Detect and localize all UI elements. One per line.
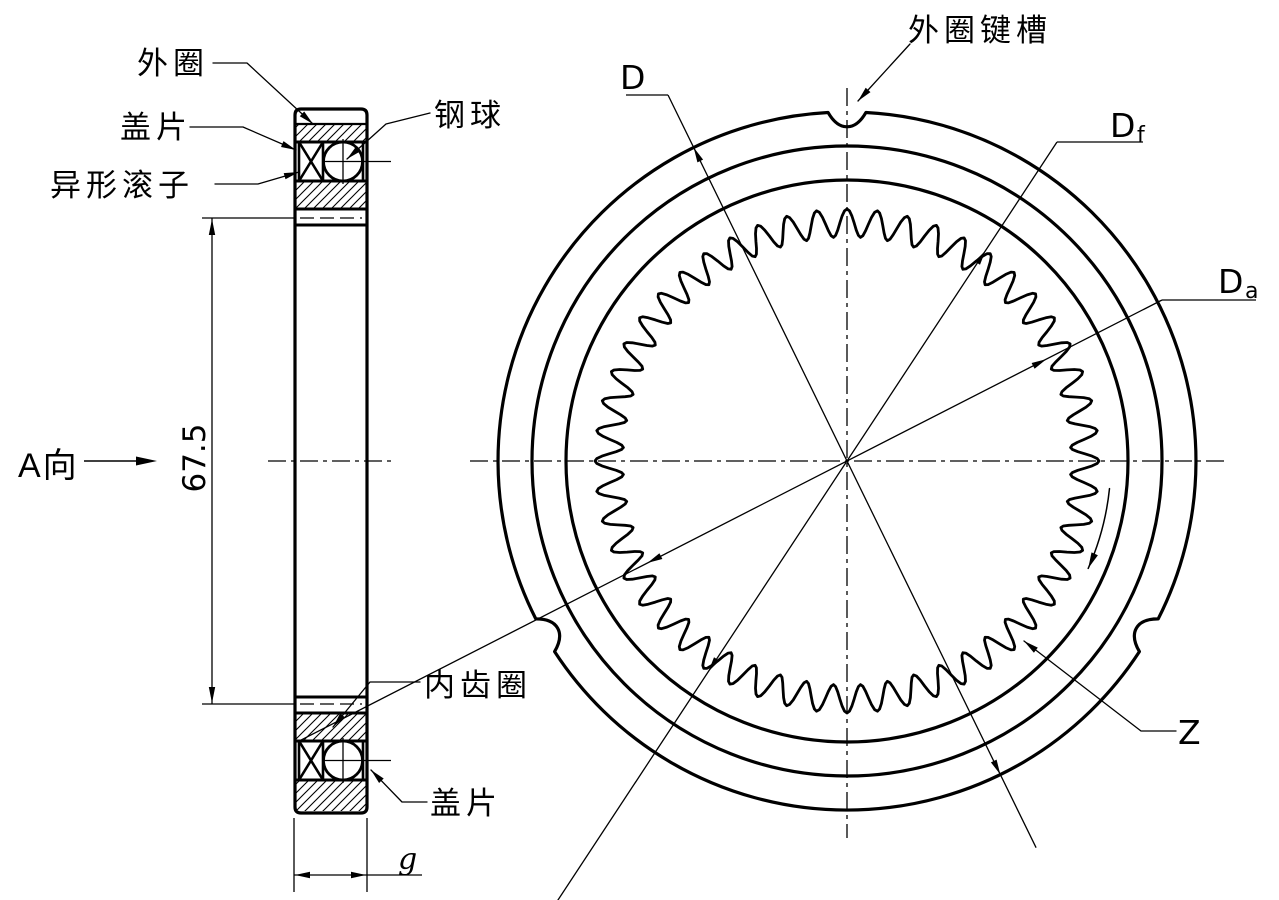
hatch-outer-ring-bottom	[296, 781, 366, 811]
labels-layer: 外圈 盖片 异形滚子 钢球 内齿圈 盖片 A向 67.5 g 外圈键槽 D D …	[18, 13, 1258, 877]
roller-x-diagonal	[297, 740, 325, 781]
label-diameter-df-main: D	[1110, 106, 1135, 145]
leader-outer-ring-keyway-arrowhead	[858, 87, 871, 101]
side-view-outline	[293, 107, 369, 815]
hatch-inner-gear-top	[296, 182, 366, 208]
label-diameter-da-sub: a	[1245, 279, 1258, 304]
leader-steel-ball	[346, 112, 431, 160]
leader-outer-ring	[212, 62, 314, 125]
dim-text-67-5: 67.5	[177, 423, 213, 492]
leader-cover-plate-top-arrowhead	[281, 141, 296, 150]
leader-cover-plate-top	[189, 126, 297, 151]
dim-d-arrow-1	[693, 147, 704, 163]
leader-inner-gear-ring	[332, 681, 421, 728]
dim-da-arrow-1	[1031, 359, 1047, 369]
dim-d-arrow-2	[990, 759, 1001, 775]
label-outer-ring: 外圈	[137, 46, 209, 81]
dim-67-5-arrow-up	[208, 219, 216, 235]
label-profiled-roller: 异形滚子	[50, 168, 194, 203]
label-cover-plate-bottom: 盖片	[430, 786, 502, 821]
label-tooth-count-z: Z	[1178, 713, 1201, 752]
dim-da-arrow-2	[647, 553, 663, 563]
geometry-layer	[84, 43, 1256, 900]
leader-cover-plate-bottom	[370, 769, 428, 803]
rotation-direction-arrowhead	[1088, 552, 1098, 569]
leader-tooth-count-z-arrowhead	[1024, 641, 1038, 653]
dim-da-line	[300, 299, 1163, 741]
label-steel-ball: 钢球	[434, 98, 506, 133]
label-cover-plate-top: 盖片	[120, 110, 192, 145]
leader-outer-ring-arrowhead	[299, 111, 313, 124]
dim-g-arrow-left	[295, 871, 310, 879]
leader-steel-ball-arrowhead	[347, 146, 361, 159]
dim-df-line	[557, 141, 1058, 900]
hatch-inner-gear-bottom	[296, 714, 366, 740]
view-a-arrowhead	[136, 456, 157, 466]
internal-gear-teeth	[593, 207, 1101, 715]
roller-x-diagonal	[297, 141, 325, 182]
label-diameter-d: D	[620, 58, 645, 97]
dim-d-line	[667, 94, 1037, 848]
leader-profiled-roller-arrowhead	[283, 172, 299, 180]
label-diameter-da-main: D	[1218, 262, 1243, 301]
dim-67-5-arrow-down	[208, 687, 216, 703]
leader-cover-plate-bottom-arrowhead	[371, 770, 384, 783]
label-inner-gear-ring: 内齿圈	[424, 668, 532, 703]
dim-g-arrow-right	[351, 871, 366, 879]
hatch-outer-ring-top	[296, 125, 366, 141]
dim-df-arrow-1	[974, 250, 986, 265]
label-view-direction-a: A向	[18, 447, 79, 485]
label-diameter-df-sub: f	[1137, 123, 1146, 148]
leader-tooth-count-z	[1023, 640, 1177, 732]
label-outer-ring-keyway: 外圈键槽	[908, 13, 1052, 48]
outer-ring-circle-with-keyways	[496, 110, 1198, 812]
dim-df-arrow-2	[708, 657, 720, 672]
dim-text-g: g	[398, 842, 417, 877]
